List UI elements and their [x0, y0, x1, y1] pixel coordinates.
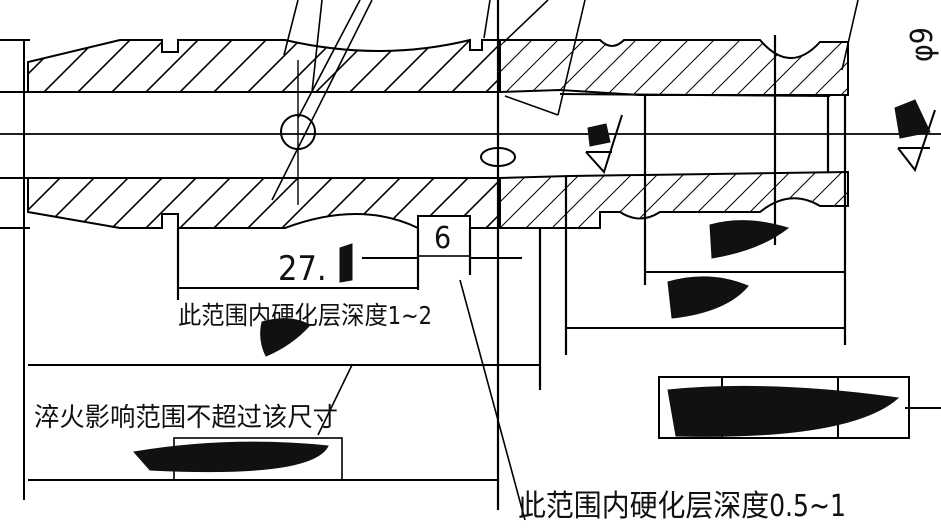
border-lines	[0, 39, 30, 500]
dimension-6-label: 6	[434, 221, 451, 256]
note-quench-limit: 淬火影响范围不超过该尺寸	[34, 403, 338, 433]
shaft-upper-section	[27, 38, 849, 97]
shaft-lower-section	[27, 170, 849, 230]
redaction-27	[339, 243, 353, 283]
redaction-scribbles	[133, 99, 931, 473]
redaction-dim-lower-right	[667, 276, 749, 319]
redaction-box	[133, 441, 329, 473]
redaction-dim-upper-right	[709, 220, 790, 259]
note-hardening-05-1: 此范围内硬化层深度0.5~1	[518, 489, 846, 524]
note-hardening-1-2: 此范围内硬化层深度1~2	[178, 301, 432, 330]
phi-label: φ9	[905, 27, 940, 62]
redaction-note-1	[260, 318, 311, 357]
leader-lines	[271, 0, 859, 521]
redaction-frame	[667, 385, 900, 437]
surface-finish-symbol	[585, 109, 936, 174]
dimension-27-label: 27.	[278, 249, 327, 289]
